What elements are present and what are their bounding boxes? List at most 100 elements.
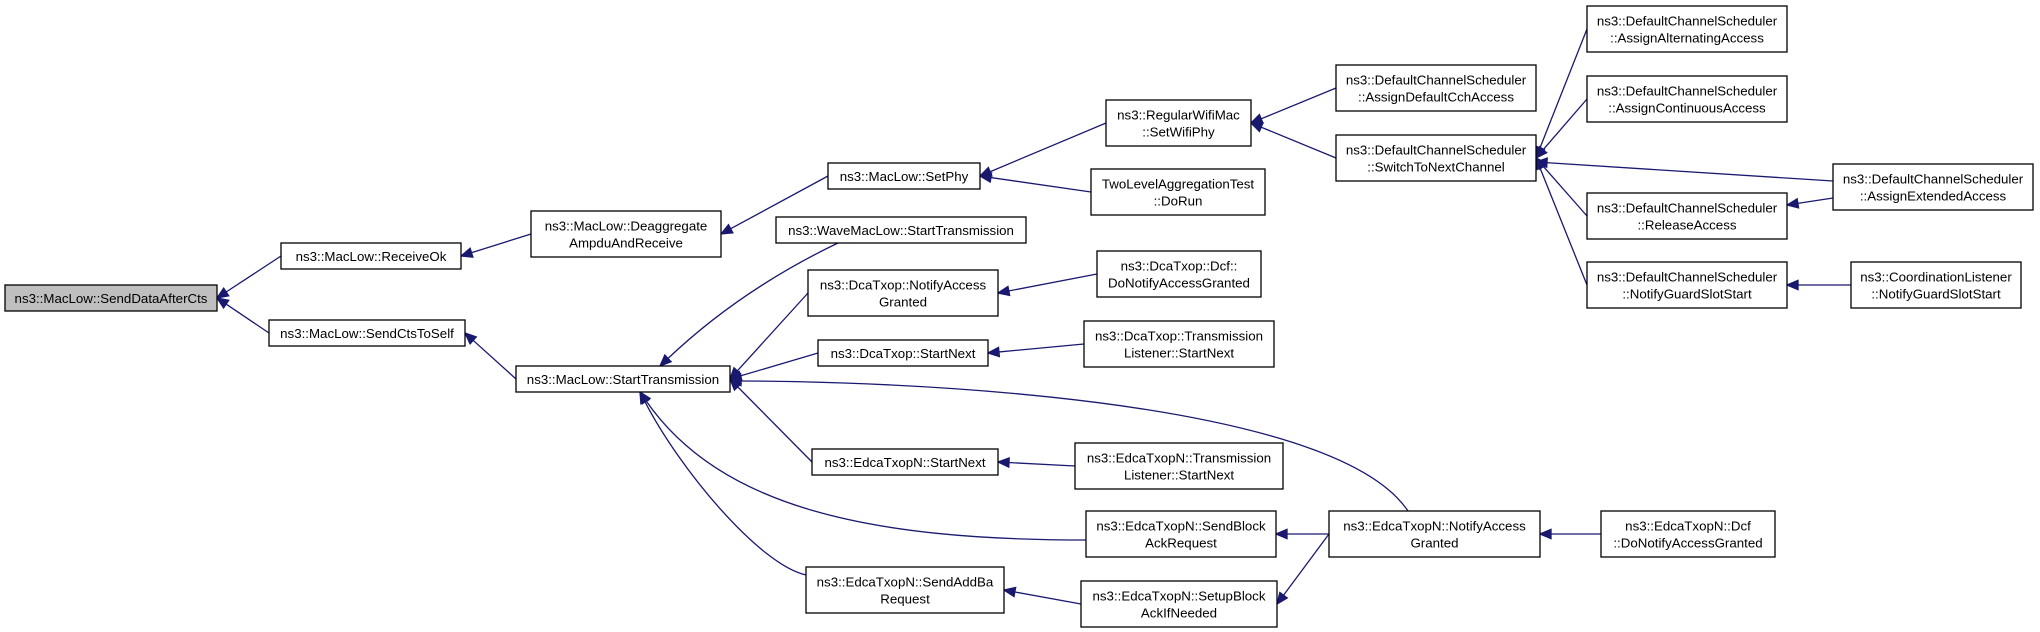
node-label: ::AssignDefaultCchAccess: [1358, 90, 1514, 105]
node-label: ns3::EdcaTxopN::SendAddBa: [817, 575, 994, 590]
function-node[interactable]: ns3::EdcaTxopN::StartNext: [811, 448, 999, 476]
node-label: ns3::EdcaTxopN::SendBlock: [1096, 519, 1266, 534]
node-label: ns3::DcaTxop::StartNext: [831, 346, 976, 361]
arrowhead-icon: [1249, 113, 1264, 124]
node-label: ::AssignExtendedAccess: [1860, 189, 2007, 204]
call-edge-n4-n2: [463, 331, 517, 380]
call-edge-n9-n6: [1249, 122, 1337, 159]
edge-line: [1013, 591, 1082, 605]
call-edge-n21-n4: [728, 377, 813, 463]
edge-line: [736, 292, 809, 373]
node-label: AckIfNeeded: [1141, 606, 1217, 621]
node-box: [1080, 580, 1278, 628]
node-box: [1586, 192, 1788, 240]
node-label: ns3::MacLow::SendDataAfterCts: [15, 291, 208, 306]
node-box: [807, 269, 999, 317]
call-edge-n12-n9: [1534, 157, 1834, 182]
call-edge-n3-n1: [459, 233, 532, 258]
call-edge-n17-n4: [728, 292, 809, 381]
call-edge-n2-n0: [215, 297, 270, 334]
node-layer: ns3::MacLow::SendDataAfterCtsns3::MacLow…: [4, 5, 2034, 628]
arrowhead-icon: [215, 286, 230, 299]
call-edge-n24-n4: [728, 375, 1409, 512]
node-label: ns3::RegularWifiMac: [1117, 108, 1240, 123]
call-edge-n24-n27: [1275, 533, 1330, 606]
arrowhead-icon: [1785, 279, 1799, 291]
function-node[interactable]: ns3::MacLow::SendCtsToSelf: [268, 319, 466, 347]
node-label: ns3::DefaultChannelScheduler: [1597, 84, 1778, 99]
arrowhead-icon: [215, 297, 230, 310]
edge-line: [1260, 87, 1337, 120]
call-edge-n11-n9: [1534, 98, 1588, 160]
function-node[interactable]: ns3::MacLow::SetPhy: [827, 162, 981, 190]
node-label: ::NotifyGuardSlotStart: [1622, 287, 1752, 302]
function-node[interactable]: ns3::WaveMacLow::StartTransmission: [775, 216, 1027, 244]
node-box: [1074, 442, 1284, 490]
call-edge-n19-n4: [728, 352, 819, 382]
function-node[interactable]: ns3::DefaultChannelScheduler::AssignAlte…: [1586, 5, 1788, 53]
call-edge-n14-n9: [1535, 156, 1588, 286]
edge-line: [471, 339, 517, 380]
edge-line: [1539, 167, 1588, 286]
function-node[interactable]: ns3::RegularWifiMac::SetWifiPhy: [1105, 99, 1252, 147]
node-label: ns3::WaveMacLow::StartTransmission: [788, 223, 1014, 238]
function-node[interactable]: ns3::EdcaTxopN::NotifyAccessGranted: [1328, 510, 1541, 558]
call-edge-n15-n14: [1785, 279, 1851, 291]
node-box: [811, 448, 999, 476]
node-label: ::DoRun: [1154, 194, 1203, 209]
edge-line: [729, 175, 829, 230]
function-node[interactable]: ns3::DefaultChannelScheduler::AssignDefa…: [1335, 64, 1537, 112]
function-node[interactable]: ns3::EdcaTxopN::TransmissionListener::St…: [1074, 442, 1284, 490]
node-label: ns3::DefaultChannelScheduler: [1346, 73, 1527, 88]
edge-line: [470, 233, 532, 254]
function-node[interactable]: ns3::DcaTxop::Dcf::DoNotifyAccessGranted: [1096, 250, 1262, 298]
node-label: TwoLevelAggregationTest: [1102, 177, 1255, 192]
function-node[interactable]: ns3::MacLow::ReceiveOk: [280, 242, 462, 270]
node-box: [1328, 510, 1541, 558]
edge-line: [1796, 197, 1834, 205]
node-label: Request: [880, 592, 930, 607]
function-node[interactable]: ns3::DefaultChannelScheduler::SwitchToNe…: [1335, 134, 1537, 182]
node-box: [1586, 75, 1788, 123]
node-box: [1083, 320, 1275, 368]
function-node[interactable]: ns3::DefaultChannelScheduler::NotifyGuar…: [1586, 261, 1788, 309]
edge-line: [1007, 461, 1076, 467]
node-label: ns3::EdcaTxopN::SetupBlock: [1093, 589, 1266, 604]
edge-line: [1542, 98, 1588, 151]
edge-line: [1545, 161, 1834, 182]
function-node[interactable]: ns3::DefaultChannelScheduler::ReleaseAcc…: [1586, 192, 1788, 240]
arrowhead-icon: [639, 390, 651, 405]
node-label: ns3::DcaTxop::Dcf::: [1121, 259, 1238, 274]
arrowhead-icon: [1538, 528, 1552, 540]
function-node[interactable]: ns3::DcaTxop::StartNext: [817, 339, 989, 367]
function-node[interactable]: ns3::DefaultChannelScheduler::AssignExte…: [1832, 163, 2034, 211]
function-node[interactable]: TwoLevelAggregationTest::DoRun: [1090, 168, 1266, 216]
node-box: [268, 319, 466, 347]
node-label: ::ReleaseAccess: [1637, 218, 1736, 233]
edge-line: [988, 122, 1107, 173]
edge-layer: [215, 28, 1851, 606]
arrowhead-icon: [728, 377, 743, 392]
function-node[interactable]: ns3::EdcaTxopN::Dcf::DoNotifyAccessGrant…: [1600, 510, 1776, 558]
node-label: Granted: [879, 295, 927, 310]
function-node[interactable]: ns3::CoordinationListener::NotifyGuardSl…: [1850, 261, 2022, 309]
call-edge-n5-n3: [719, 175, 829, 235]
arrowhead-icon: [463, 331, 478, 345]
function-node[interactable]: ns3::DefaultChannelScheduler::AssignCont…: [1586, 75, 1788, 123]
node-box: [1335, 64, 1537, 112]
node-label: ns3::DcaTxop::NotifyAccess: [820, 278, 987, 293]
function-node[interactable]: ns3::MacLow::StartTransmission: [515, 365, 731, 393]
call-edge-n27-n26: [1002, 586, 1082, 605]
function-node[interactable]: ns3::DcaTxop::TransmissionListener::Star…: [1083, 320, 1275, 368]
function-node[interactable]: ns3::DcaTxop::NotifyAccessGranted: [807, 269, 999, 317]
node-label: ::SwitchToNextChannel: [1367, 160, 1505, 175]
arrowhead-icon: [1534, 145, 1548, 160]
arrowhead-icon: [1249, 122, 1264, 133]
edge-line: [224, 303, 270, 334]
function-node[interactable]: ns3::MacLow::SendDataAfterCts: [4, 284, 218, 312]
node-label: ns3::MacLow::Deaggregate: [545, 219, 708, 234]
